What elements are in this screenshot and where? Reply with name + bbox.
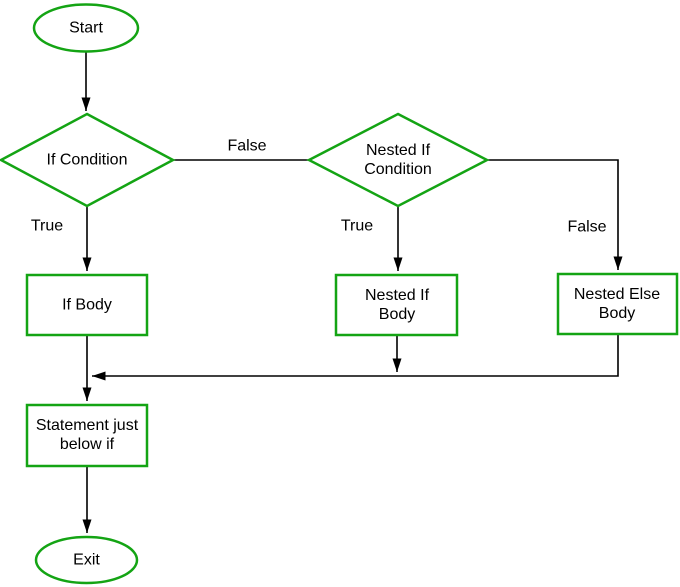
start-label: Start xyxy=(69,19,103,37)
edge-label-nested-if-true: True xyxy=(340,217,374,235)
nested-if-body-box xyxy=(334,273,459,337)
edge-label-nested-if-false: False xyxy=(567,218,607,236)
nested-else-body-label: Nested Else Body xyxy=(573,286,661,322)
if-body-box xyxy=(25,273,149,337)
nested-if-body-label: Nested If Body xyxy=(364,287,430,323)
edge-nested-else-body-to-junction xyxy=(92,335,619,381)
if-body-label: If Body xyxy=(62,296,112,314)
exit-node-shape xyxy=(34,535,139,585)
nested-if-condition-diamond xyxy=(306,112,490,208)
edge-nested-if-false-to-nested-else-body xyxy=(488,159,623,270)
nested-if-condition-label: Nested If Condition xyxy=(364,142,432,178)
edge-label-if-true: True xyxy=(30,217,64,235)
if-condition-label: If Condition xyxy=(46,151,128,169)
if-condition-diamond xyxy=(0,112,176,208)
start-node-shape xyxy=(32,3,140,53)
statement-below-if-box xyxy=(25,403,149,468)
nested-else-body-box xyxy=(556,272,679,336)
exit-label: Exit xyxy=(73,551,100,569)
statement-below-if-label: Statement just below if xyxy=(35,417,139,453)
edge-label-if-false: False xyxy=(227,137,267,155)
